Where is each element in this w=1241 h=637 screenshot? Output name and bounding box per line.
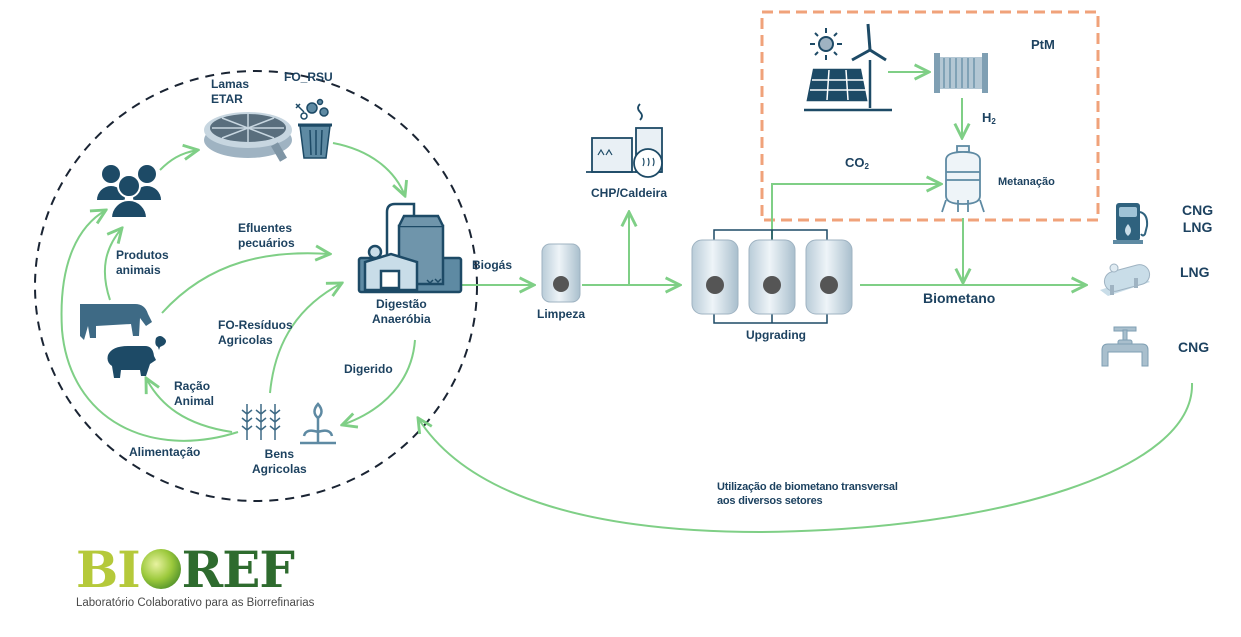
arrow-return-biometano (418, 382, 1194, 534)
label-line: Bens (264, 447, 295, 461)
arrow-co2 (771, 184, 941, 240)
arrow-animals-to-people (103, 228, 122, 301)
alimentacao-label: Alimentação (129, 445, 201, 459)
arrow-rsu-to-digester (332, 142, 405, 196)
lamas-etar-label: Lamas ETAR (211, 77, 249, 107)
label-line: Agricolas (218, 333, 273, 347)
label-line: Animal (174, 394, 215, 408)
digerido-label: Digerido (344, 362, 393, 376)
label-line: FO-Resíduos (218, 318, 293, 332)
clarifier-tank-icon (204, 112, 292, 162)
use-label-pump: CNG LNG (1182, 202, 1213, 236)
use-label-pipeline: CNG (1178, 339, 1210, 355)
label-line: Efluentes (238, 221, 293, 235)
co2-text: CO (845, 155, 865, 170)
logo-bi: BI (76, 540, 141, 599)
note-line: aos diversos setores (717, 495, 823, 507)
pig-icon (107, 346, 156, 378)
solar-wind-icon (804, 23, 892, 112)
arrow-people-to-etar (159, 150, 198, 171)
chp-label: CHP/Caldeira (591, 186, 668, 200)
label-line: CNG (1182, 202, 1214, 218)
fo-rsu-label: FO_RSU (284, 70, 333, 84)
arrow-alimentacao-to-people (60, 210, 239, 442)
biodigester-plant-icon (357, 202, 463, 294)
h2-label: H2 (982, 110, 996, 129)
co2-label: CO2 (845, 155, 869, 174)
arrow-efluentes (161, 253, 330, 314)
biometano-label: Biometano (923, 290, 996, 306)
label-line: Anaeróbia (372, 312, 431, 326)
cleaning-tank-icon (541, 243, 581, 303)
ptm-title: PtM (1031, 37, 1055, 52)
electrolyzer-icon (934, 53, 988, 93)
logo-orb-icon (140, 549, 181, 589)
metanacao-label: Metanação (998, 176, 1055, 188)
gas-pump-icon (1113, 203, 1149, 244)
plant-sprout-icon (300, 402, 336, 445)
label-line: Lamas (211, 77, 250, 91)
digestao-label: Digestão Anaeróbia (372, 297, 431, 327)
label-line: pecuários (238, 236, 295, 250)
limpeza-label: Limpeza (537, 307, 586, 321)
label-line: Agricolas (252, 462, 307, 476)
label-line: Produtos (116, 248, 169, 262)
wheat-icon (241, 404, 281, 440)
label-line: animais (116, 263, 161, 277)
people-group-icon (97, 165, 161, 219)
logo-subtitle: Laboratório Colaborativo para as Biorref… (76, 597, 315, 609)
fo-residuos-label: FO-Resíduos Agricolas (218, 318, 293, 348)
logo-ref: REF (181, 540, 295, 599)
pipeline-valve-icon (1101, 326, 1149, 367)
produtos-animais-label: Produtos animais (116, 248, 169, 278)
methanation-reactor-icon (941, 145, 985, 213)
label-line: Ração (174, 379, 211, 393)
organic-waste-bin-icon (295, 98, 332, 159)
return-note: Utilização de biometano transversal aos … (717, 480, 898, 508)
h2-text: H (982, 110, 992, 125)
arrow-digerido (342, 339, 416, 425)
biogas-label: Biogás (472, 258, 513, 272)
chicken-icon (155, 336, 166, 350)
upgrading-tanks-icon (691, 229, 853, 324)
label-line: LNG (1182, 219, 1213, 235)
racao-animal-label: Ração Animal (174, 379, 214, 409)
chp-boiler-icon (586, 103, 663, 178)
note-line: Utilização de biometano transversal (717, 481, 898, 493)
storage-tank-icon (1100, 263, 1151, 296)
use-label-tank: LNG (1180, 264, 1210, 280)
label-line: Digestão (376, 297, 427, 311)
cow-icon (80, 304, 152, 340)
label-line: ETAR (211, 92, 243, 106)
bens-agricolas-label: Bens Agricolas (252, 447, 307, 477)
upgrading-label: Upgrading (746, 328, 806, 342)
arrow-racao (146, 378, 233, 433)
arrow-residuos-to-digester (269, 283, 342, 394)
efluentes-label: Efluentes pecuários (238, 221, 295, 251)
h2-subscript: 2 (991, 117, 996, 126)
co2-subscript: 2 (864, 162, 869, 171)
